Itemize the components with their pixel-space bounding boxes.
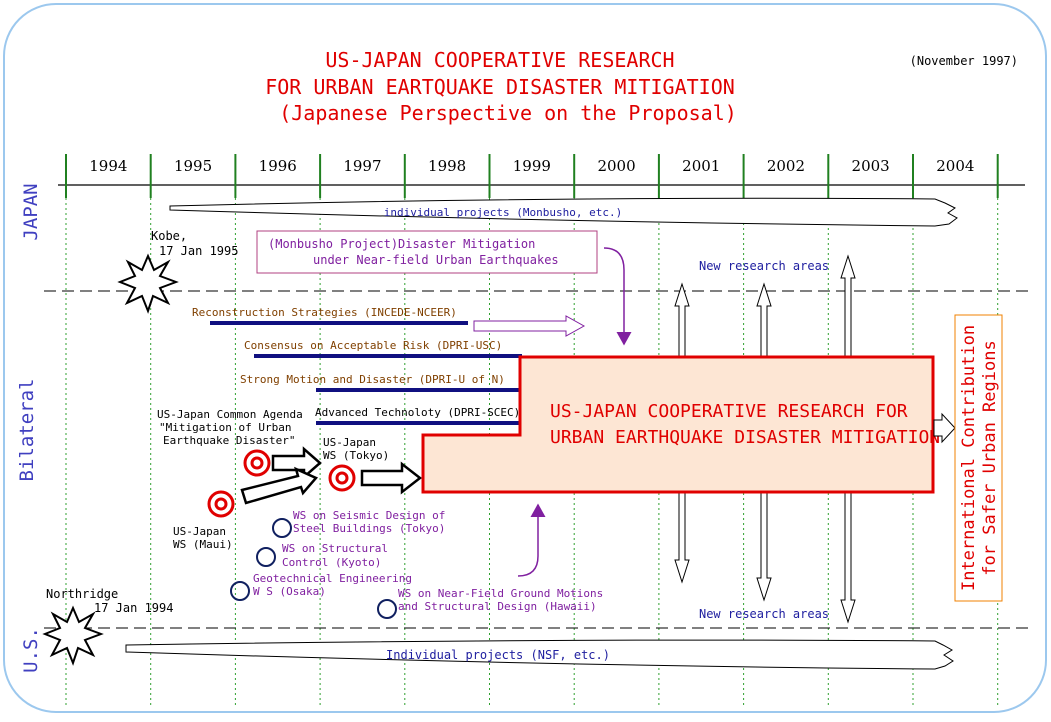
title-line1: US-JAPAN COOPERATIVE RESEARCH [325,48,674,72]
arrow-tokyo-to-main [360,461,423,495]
northridge-explosion-icon [42,605,104,666]
reconstruction-open-arrow [473,315,586,337]
arrow-agenda-to-tokyo [271,446,322,480]
agenda-line2: "Mitigation of Urban [159,421,291,434]
year-label: 1997 [343,157,381,175]
year-ticks [65,154,999,198]
year-labels: 1994 1995 1996 1997 1998 1999 2000 2001 2002 2003… [89,157,974,175]
ws-circle-steel [272,518,292,538]
year-label: 2001 [682,157,720,175]
arrow-main-to-international [933,412,956,444]
strong-motion-label: Strong Motion and Disaster (DPRI-U of N) [240,373,505,386]
ws-circle-structural [256,547,276,567]
main-box-line2: URBAN EARTHQUAKE DISASTER MITIGATION [550,427,940,448]
kobe-date: 17 Jan 1995 [159,244,238,258]
year-label: 2002 [767,157,805,175]
year-label: 1996 [259,157,297,175]
year-label: 2004 [936,157,974,175]
target-circle-maui [207,490,235,518]
international-line2: for Safer Urban Regions [980,340,1000,575]
consensus-label: Consensus on Acceptable Risk (DPRI-USC) [244,339,502,352]
ws-structural-line1: WS on Structural [282,542,388,555]
title-line2: FOR URBAN EARTQUAKE DISASTER MITIGATION [265,75,735,99]
ws-geotech-line1: Geotechnical Engineering [253,572,412,585]
us-individual-projects-arrow [125,639,954,670]
ws-circle-geotech [230,581,250,601]
monbusho-line1: (Monbusho Project)Disaster Mitigation [268,237,535,251]
ws-circle-nearfield [377,599,397,619]
ws-maui-line2: WS (Maui) [173,538,233,551]
ws-tokyo-line2: WS (Tokyo) [323,449,389,462]
agenda-line3: Earthquake Disaster" [163,434,295,447]
ws-steel-line2: Steel Buildings (Tokyo) [293,522,445,535]
kobe-explosion-icon [117,253,179,314]
region-us: U.S. [20,627,42,673]
reconstruction-label: Reconstruction Strategies (INCEDE-NCEER) [192,306,457,319]
main-cooperative-research-box [421,355,935,494]
monbusho-project-box [256,230,598,274]
ws-nearfield-line2: and Structural Design (Hawaii) [398,600,597,613]
arrow-maui-to-tokyo [240,466,319,505]
kobe-name: Kobe, [151,229,187,243]
advanced-tech-label: Advanced Technoloty (DPRI-SCEC) [315,406,520,419]
year-label: 2003 [852,157,890,175]
ws-steel-line1: WS on Seismic Design of [293,509,445,522]
monbusho-down-arrow [603,247,632,346]
year-label: 1995 [174,157,212,175]
main-box-line1: US-JAPAN COOPERATIVE RESEARCH FOR [550,401,908,422]
northridge-date: 17 Jan 1994 [94,601,173,615]
international-line1: International Contribution [959,325,979,591]
year-label: 1998 [428,157,466,175]
ws-structural-line2: Control (Kyoto) [282,556,381,569]
year-label: 2000 [597,157,635,175]
ws-nearfield-line1: WS on Near-Field Ground Motions [398,587,603,600]
new-research-areas-bottom: New research areas [699,607,829,621]
international-contribution-box [954,314,1003,602]
new-research-areas-top: New research areas [699,259,829,273]
us-individual-projects-label: Individual projects (NSF, etc.) [386,648,610,662]
title-line3: (Japanese Perspective on the Proposal) [279,101,737,125]
region-japan: JAPAN [20,183,42,240]
date-label: (November 1997) [910,54,1018,68]
ws-tokyo-line1: US-Japan [323,436,376,449]
year-label: 1994 [89,157,127,175]
northridge-name: Northridge [46,587,118,601]
ws-maui-line1: US-Japan [173,525,226,538]
workshops-up-arrow [517,503,546,577]
monbusho-line2: under Near-field Urban Earthquakes [313,253,559,267]
ws-geotech-line2: W S (Osaka) [253,585,326,598]
target-circle-tokyo [328,464,356,492]
year-label: 1999 [513,157,551,175]
region-bilateral: Bilateral [16,379,38,482]
target-circle-1996 [243,449,271,477]
japan-individual-projects-label: individual projects (Monbusho, etc.) [384,206,622,219]
agenda-line1: US-Japan Common Agenda [157,408,303,421]
japan-individual-projects-arrow [169,197,958,227]
